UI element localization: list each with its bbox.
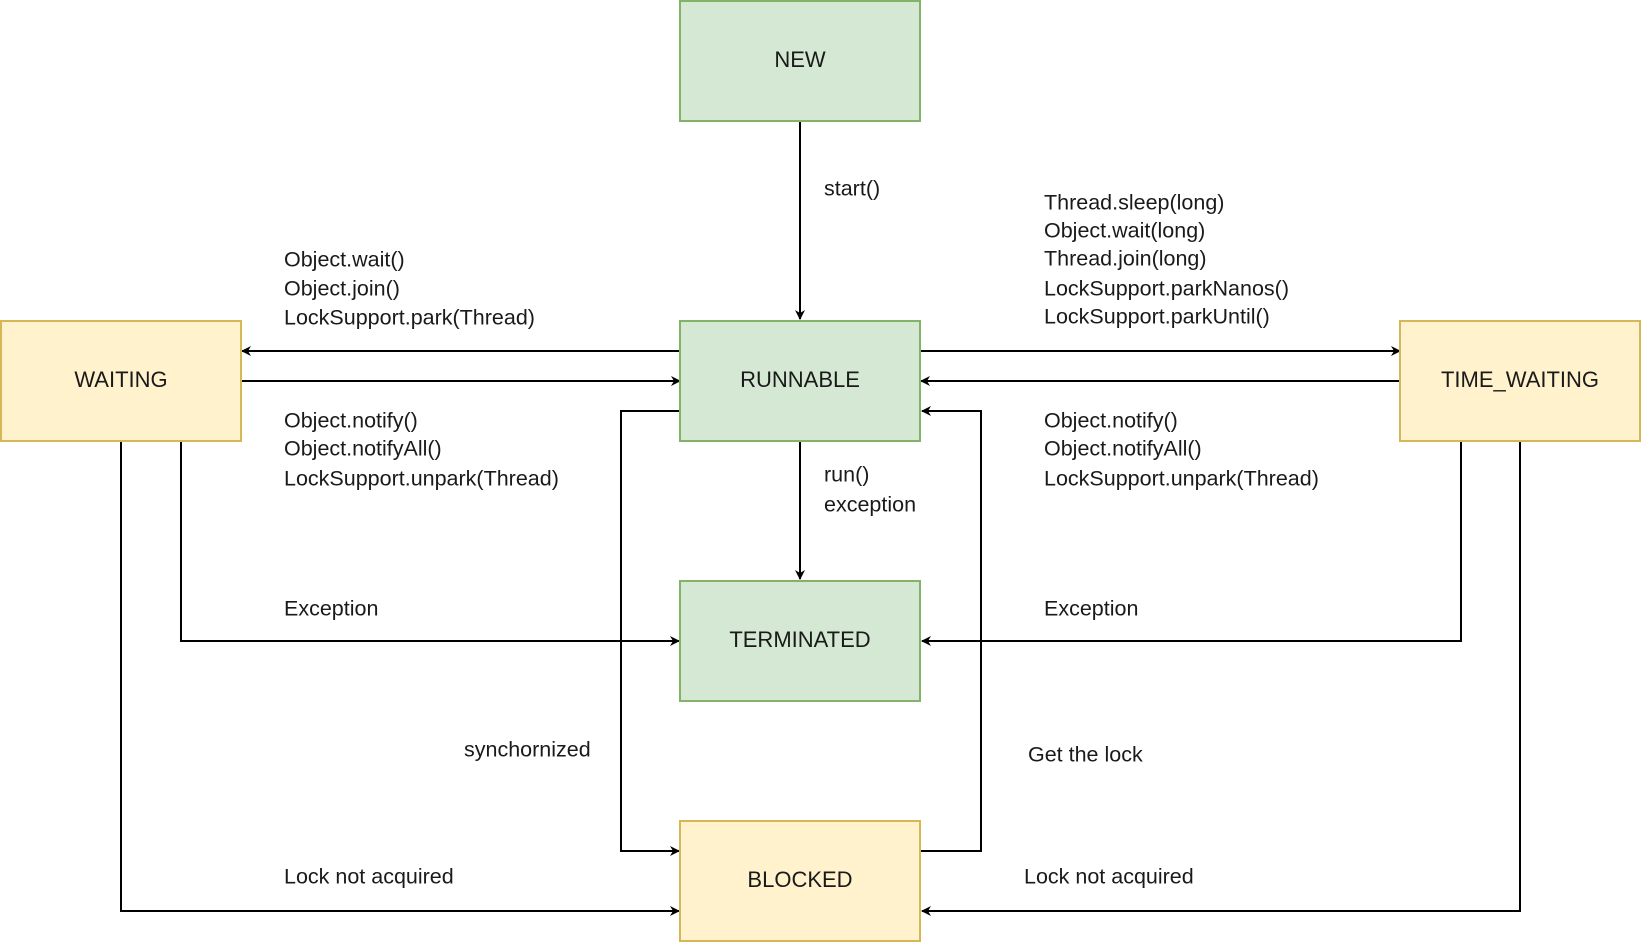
- state-runnable-box: [679, 320, 921, 442]
- label-waiting-unpark: LockSupport.unpark(Thread): [284, 467, 559, 491]
- label-waiting-lock-not-acquired: Lock not acquired: [284, 865, 454, 889]
- state-time-waiting-box: [1399, 320, 1641, 442]
- label-object-wait-long: Object.wait(long): [1044, 219, 1205, 243]
- edge-waiting-to-blocked: [120, 441, 680, 916]
- label-run: run(): [824, 463, 869, 487]
- state-terminated-label: TERMINATED: [729, 627, 870, 652]
- edge-time-waiting-to-blocked: [921, 441, 1521, 916]
- label-object-wait: Object.wait(): [284, 248, 405, 272]
- state-terminated: TERMINATED: [679, 580, 921, 702]
- state-blocked-box: [679, 820, 921, 942]
- label-waiting-notify: Object.notify(): [284, 409, 418, 433]
- edge-time-waiting-to-terminated: [921, 441, 1462, 646]
- label-locksupport-park: LockSupport.park(Thread): [284, 306, 535, 330]
- label-parkuntil: LockSupport.parkUntil(): [1044, 305, 1270, 329]
- label-synchornized: synchornized: [464, 738, 591, 762]
- state-new-box: [679, 0, 921, 122]
- state-waiting-label: WAITING: [74, 367, 167, 392]
- label-object-join: Object.join(): [284, 277, 400, 301]
- label-parknanos: LockSupport.parkNanos(): [1044, 277, 1289, 301]
- edge-waiting-to-terminated: [180, 441, 680, 646]
- edge-labels: start() Object.wait() Object.join() Lock…: [284, 177, 1319, 889]
- label-exception-runnable: exception: [824, 493, 916, 517]
- state-time-waiting: TIME_WAITING: [1399, 320, 1641, 442]
- label-get-the-lock: Get the lock: [1028, 743, 1143, 767]
- label-waiting-notifyall: Object.notifyAll(): [284, 437, 442, 461]
- state-terminated-box: [679, 580, 921, 702]
- state-runnable: RUNNABLE: [679, 320, 921, 442]
- edges: [120, 121, 1521, 916]
- label-tw-notifyall: Object.notifyAll(): [1044, 437, 1202, 461]
- state-new-label: NEW: [774, 47, 826, 72]
- state-waiting-box: [0, 320, 242, 442]
- state-blocked: BLOCKED: [679, 820, 921, 942]
- label-waiting-exception: Exception: [284, 597, 378, 621]
- state-blocked-label: BLOCKED: [747, 867, 852, 892]
- label-thread-sleep: Thread.sleep(long): [1044, 191, 1224, 215]
- label-tw-notify: Object.notify(): [1044, 409, 1178, 433]
- label-start: start(): [824, 177, 880, 201]
- state-waiting: WAITING: [0, 320, 242, 442]
- state-new: NEW: [679, 0, 921, 122]
- edge-runnable-to-blocked: [620, 410, 680, 856]
- label-tw-lock-not-acquired: Lock not acquired: [1024, 865, 1194, 889]
- label-thread-join-long: Thread.join(long): [1044, 247, 1207, 271]
- state-runnable-label: RUNNABLE: [740, 367, 860, 392]
- label-tw-unpark: LockSupport.unpark(Thread): [1044, 467, 1319, 491]
- edge-blocked-to-runnable: [920, 406, 982, 852]
- state-time-waiting-label: TIME_WAITING: [1441, 367, 1599, 392]
- label-tw-exception: Exception: [1044, 597, 1138, 621]
